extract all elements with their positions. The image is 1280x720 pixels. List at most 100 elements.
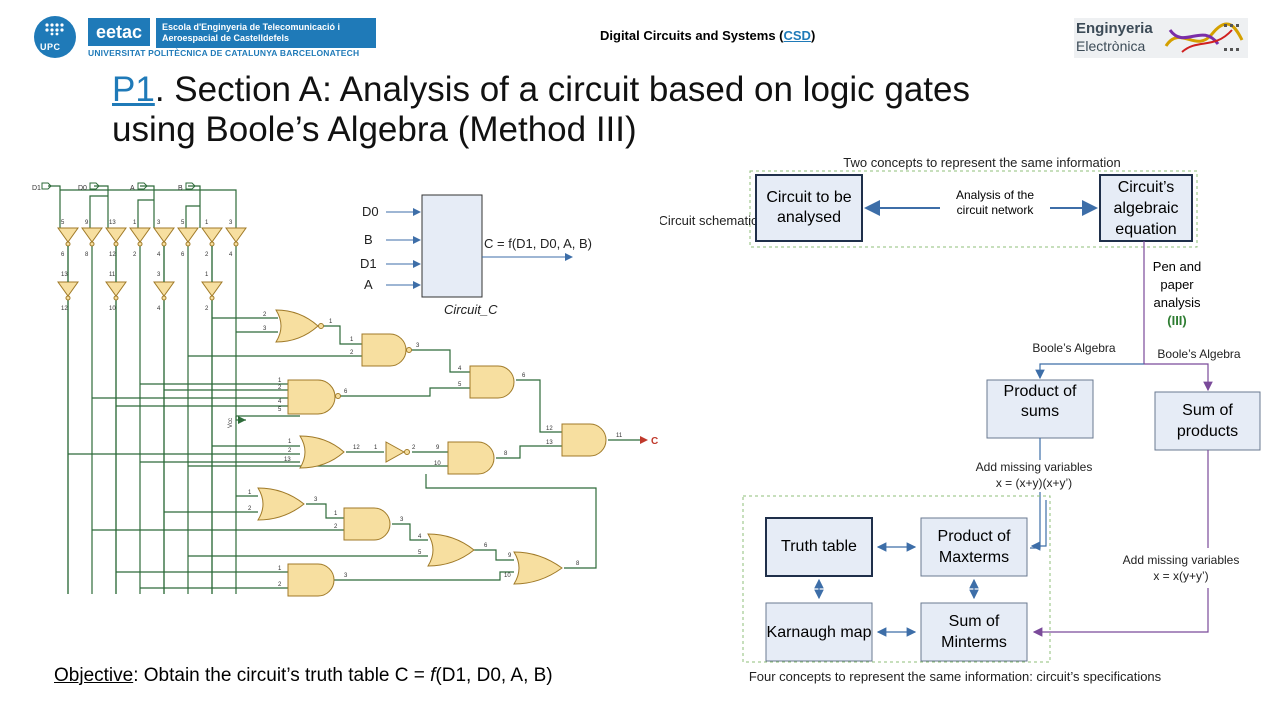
boole-left-label: Boole’s Algebra [1032,341,1116,355]
karnaugh-text-wrap: Karnaugh map [766,623,872,641]
inverter-bottom-2-bubble [113,295,119,301]
or-gate-6 [299,435,345,469]
pin-inv5-out: 4 [157,252,161,258]
pin-g10-a: 4 [418,534,422,540]
pin-inv4-in: 1 [133,220,137,226]
pin-g8-a: 1 [248,490,252,496]
pin-g7-a: 9 [436,445,440,451]
pin-g12-b: 2 [278,582,282,588]
to-sop-arrow [1144,363,1213,392]
truth-table-box [765,517,873,577]
block-input-d1: D1 [360,256,377,271]
pin-g12-out: 3 [344,573,348,579]
pin-g6-out: 12 [353,445,360,451]
pin-g2-a: 1 [350,337,354,343]
input-label-d1: D1 [32,185,41,192]
inverter-top-2-bubble [89,241,95,247]
pos-down-line [1030,438,1041,549]
block-input-b: B [364,232,373,247]
inverter-bottom-4 [201,281,223,297]
two-concepts-frame [749,170,1198,248]
to-pos-arrow [1035,363,1144,380]
pin-g7-out: 8 [504,451,508,457]
pin-g3-out: 6 [522,373,526,379]
pin-inv1-out: 6 [61,252,65,258]
pin-g1-a: 2 [263,312,267,318]
pin-g12-a: 1 [278,566,282,572]
circuit-c-block [421,194,483,298]
pin-inv2-in: 9 [85,220,89,226]
output-port-icon [640,436,648,444]
pin-g7-b: 10 [434,461,441,467]
equation-box-text-wrap: Circuit’s algebraic equation [1114,179,1179,238]
pin-g8-b: 2 [248,506,252,512]
inverter-top-2 [81,227,103,243]
inverter-top-4 [129,227,151,243]
sop-box-text-wrap: Sum of products [1177,402,1238,440]
circuit-box-text-wrap: Circuit to be analysed [766,189,851,226]
inverter-bottom-3 [153,281,175,297]
pin-binv1-out: 12 [61,306,68,312]
inverter-top-8-bubble [233,241,239,247]
title-line1-text: . Section A: Analysis of a circuit based… [154,70,970,109]
objective-line: Objective: Obtain the circuit’s truth ta… [54,665,553,687]
pin-g10-b: 5 [418,550,422,556]
nand-gate-2-bubble [406,347,412,353]
input-label-b: B [178,185,183,192]
objective-text-before: : Obtain the circuit’s truth table C = [133,665,431,686]
title-link-p1[interactable]: P1 [112,70,155,109]
add-missing-left: Add missing variables [976,460,1093,474]
pin-binv4-in: 1 [205,272,209,278]
pin-g6-a: 1 [288,439,292,445]
and-gate-3 [469,365,515,399]
top-caption: Two concepts to represent the same infor… [843,155,1120,170]
pen-paper-label: Pen and paper analysis [1152,259,1202,310]
sop-box [1154,391,1261,451]
pin-binv2-out: 10 [109,306,116,312]
karnaugh-box [765,602,873,662]
nand-gate-2 [361,333,407,367]
enginyeria-electronica-logo [1074,18,1248,58]
four-concepts-frame [742,495,1051,663]
pin-binv4-out: 2 [205,306,209,312]
slide-title: P1. Section A: Analysis of a circuit bas… [112,70,1072,150]
minterms-box [920,602,1028,662]
school-name-line2: Aeroespacial de Castelldefels [162,33,290,43]
pin-g10-out: 6 [484,543,488,549]
vcc-arrow-icon [238,416,246,424]
pin-g2-out: 3 [416,343,420,349]
inverter-mid-bubble [404,449,410,455]
pin-g9-b: 2 [334,524,338,530]
pin-g3-b: 5 [458,382,462,388]
course-title: Digital Circuits and Systems (CSD) [600,28,815,43]
inverter-top-1-bubble [65,241,71,247]
pin-inv3-in: 13 [109,220,116,226]
inverter-top-8 [225,227,247,243]
inverter-top-5 [153,227,175,243]
pos-to-maxterms-arrow [1030,500,1047,551]
school-name: Escola d'Enginyeria de Telecomunicació i… [156,18,376,48]
pin-inv-in: 1 [374,445,378,451]
pin-g6-c: 13 [284,457,291,463]
method-label: (III) [1167,313,1187,328]
inverter-top-1 [57,227,79,243]
add-missing-right: Add missing variables [1123,553,1240,567]
pin-inv6-out: 6 [181,252,185,258]
and-gate-12 [287,563,335,597]
university-line: UNIVERSITAT POLITÈCNICA DE CATALUNYA BAR… [88,48,360,58]
objective-text-after: (D1, D0, A, B) [435,665,553,686]
pin-inv4-out: 2 [133,252,137,258]
objective-f: f [430,665,436,686]
pin-binv1-in: 13 [61,272,68,278]
pin-g4-out: 6 [344,389,348,395]
course-link[interactable]: CSD [783,28,811,43]
karnaugh-label: Karnaugh map [766,623,872,641]
maxterms-label: Product of Maxterms [937,528,1011,566]
circuit-box [755,174,863,242]
inverter-bottom-3-bubble [161,295,167,301]
pin-inv7-out: 2 [205,252,209,258]
or-gate-8 [257,487,305,521]
pin-inv5-in: 3 [157,220,161,226]
or-gate-10 [427,533,475,567]
